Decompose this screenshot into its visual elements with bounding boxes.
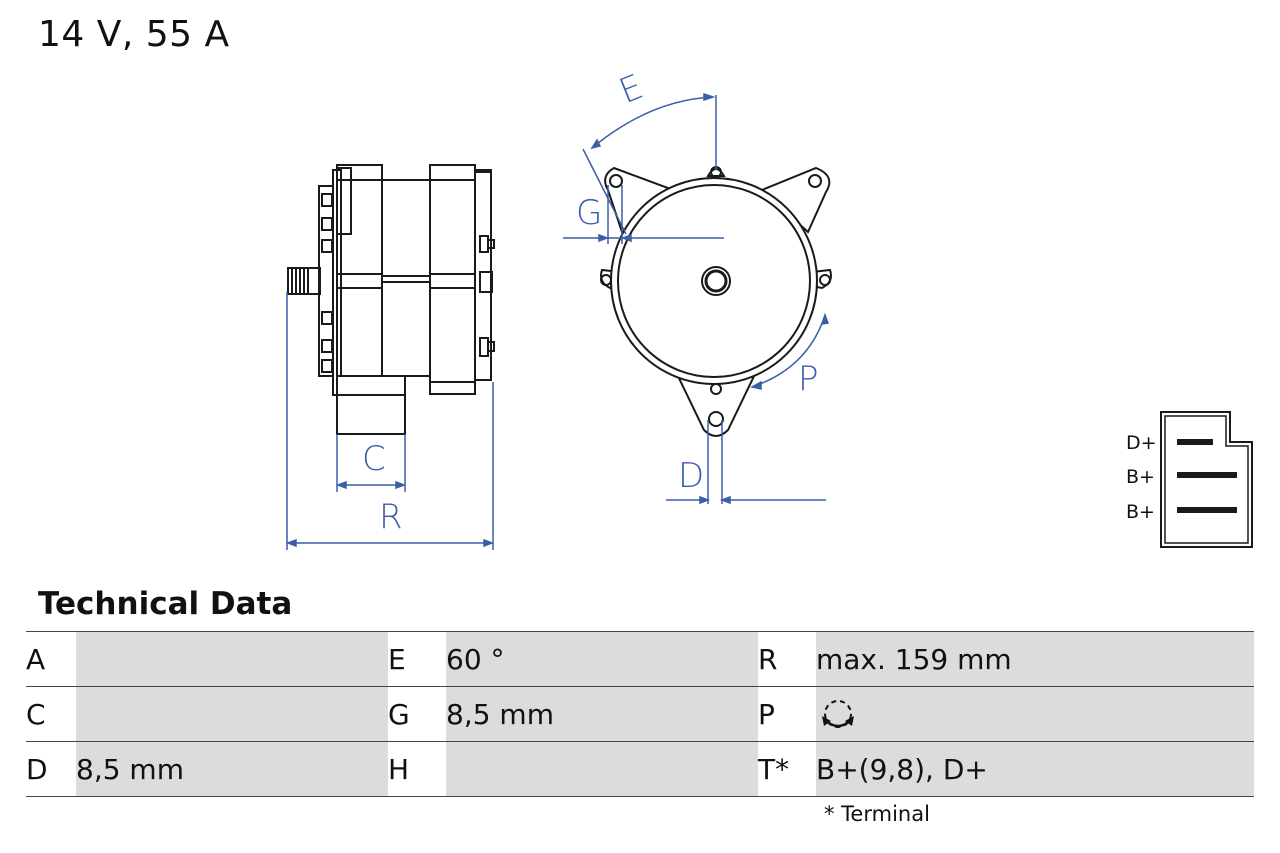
side-view-dimensions xyxy=(285,292,495,550)
spec-value: max. 159 mm xyxy=(816,631,1254,687)
dimension-label-d: D xyxy=(678,456,704,496)
spec-key: H xyxy=(388,741,446,797)
spec-key: D xyxy=(26,741,76,797)
rotation-both-directions-icon xyxy=(822,700,854,728)
technical-data-table: A E 60 ° R max. 159 mm C G 8,5 mm P D 8,… xyxy=(26,631,1254,797)
spec-key: R xyxy=(758,631,816,687)
spec-value-rotation xyxy=(816,686,1254,742)
side-view xyxy=(287,164,495,435)
spec-key: A xyxy=(26,631,76,687)
spec-value: B+(9,8), D+ xyxy=(816,741,1254,797)
spec-value: 8,5 mm xyxy=(446,686,758,742)
spec-value xyxy=(76,686,388,742)
table-row: D 8,5 mm H T* B+(9,8), D+ xyxy=(26,741,1254,797)
spec-value: 8,5 mm xyxy=(76,741,388,797)
spec-value xyxy=(446,741,758,797)
spec-key: C xyxy=(26,686,76,742)
terminal-label-b-plus-2: B+ xyxy=(1126,501,1155,523)
spec-key: E xyxy=(388,631,446,687)
technical-data-heading: Technical Data xyxy=(38,586,293,622)
dimension-label-e: E xyxy=(614,67,649,112)
terminal-label-d-plus: D+ xyxy=(1126,432,1157,454)
spec-key: G xyxy=(388,686,446,742)
spec-value: 60 ° xyxy=(446,631,758,687)
table-row: C G 8,5 mm P xyxy=(26,686,1254,742)
dimension-label-c: C xyxy=(362,439,386,479)
product-title: 14 V, 55 A xyxy=(38,14,230,55)
dimension-label-p: P xyxy=(798,359,819,399)
alternator-technical-drawing: C R xyxy=(285,67,1253,550)
dimension-label-r: R xyxy=(379,497,403,537)
terminal-footnote: * Terminal xyxy=(824,802,930,826)
front-view xyxy=(600,166,832,437)
table-row: A E 60 ° R max. 159 mm xyxy=(26,631,1254,687)
front-view-dimensions xyxy=(563,92,830,505)
spec-value xyxy=(76,631,388,687)
dimension-label-g: G xyxy=(576,193,602,233)
spec-key: T* xyxy=(758,741,816,797)
connector-diagram xyxy=(1160,411,1253,548)
terminal-label-b-plus-1: B+ xyxy=(1126,466,1155,488)
spec-key: P xyxy=(758,686,816,742)
